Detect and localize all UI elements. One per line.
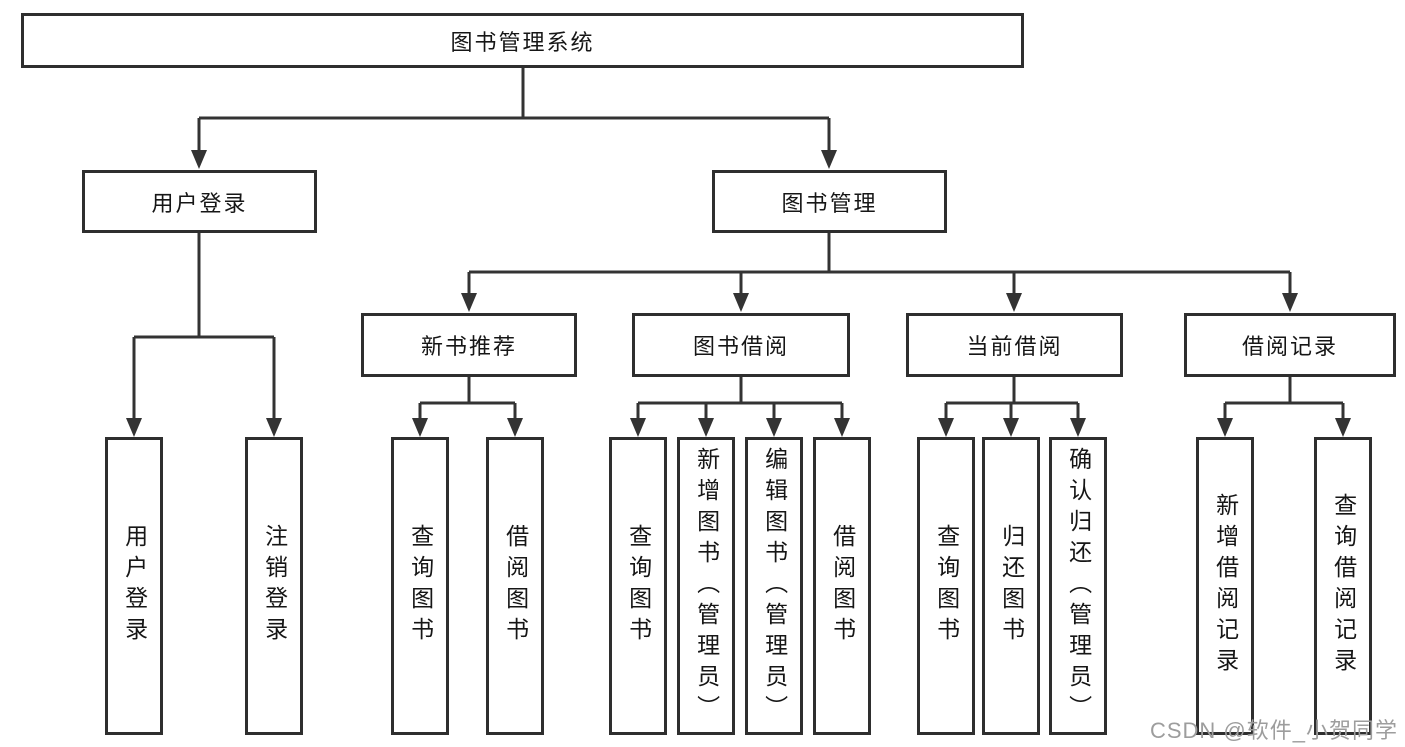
node-label: 归还图书 [998,524,1025,648]
leaf-query-books-1: 查询图书 [391,437,449,735]
leaf-logout: 注销登录 [245,437,303,735]
leaf-query-books-3: 查询图书 [917,437,975,735]
node-book-borrow: 图书借阅 [632,313,850,377]
node-label: 当前借阅 [966,334,1063,359]
node-label: 查询图书 [625,524,652,648]
arrowheads [126,150,1351,437]
node-current-borrow: 当前借阅 [906,313,1123,377]
node-label: 新增图书（管理员） [693,446,720,726]
node-label: 用户登录 [121,524,148,648]
leaf-user-login: 用户登录 [105,437,163,735]
node-label: 图书管理 [781,190,878,216]
connector-paths [132,68,1345,419]
node-label: 新书推荐 [420,334,517,359]
leaf-confirm-return-admin: 确认归还（管理员） [1049,437,1107,735]
node-user-login: 用户登录 [82,170,317,233]
leaf-borrow-books-2: 借阅图书 [813,437,871,735]
csdn-watermark: CSDN @软件_小贺同学 [1149,718,1398,743]
node-label: 查询图书 [407,524,434,648]
node-label: 查询借阅记录 [1330,493,1357,679]
node-label: 注销登录 [261,524,288,648]
node-book-management: 图书管理 [712,170,947,233]
node-label: 确认归还（管理员） [1065,446,1092,726]
node-label: 图书管理系统 [450,29,595,55]
leaf-add-borrow-record: 新增借阅记录 [1196,437,1254,735]
leaf-return-books: 归还图书 [982,437,1040,735]
node-borrow-records: 借阅记录 [1184,313,1396,377]
leaf-borrow-books-1: 借阅图书 [486,437,544,735]
leaf-add-books-admin: 新增图书（管理员） [677,437,735,735]
node-label: 用户登录 [151,190,248,216]
node-label: 新增借阅记录 [1212,493,1239,679]
node-label: 借阅图书 [829,524,856,648]
node-label: 编辑图书（管理员） [761,446,788,726]
node-label: 借阅记录 [1241,334,1338,359]
node-label: 图书借阅 [692,334,789,359]
leaf-query-books-2: 查询图书 [609,437,667,735]
node-label: 借阅图书 [502,524,529,648]
node-root-system: 图书管理系统 [21,13,1024,68]
node-new-book-recommend: 新书推荐 [361,313,577,377]
node-label: 查询图书 [933,524,960,648]
leaf-edit-books-admin: 编辑图书（管理员） [745,437,803,735]
leaf-query-borrow-record: 查询借阅记录 [1314,437,1372,735]
